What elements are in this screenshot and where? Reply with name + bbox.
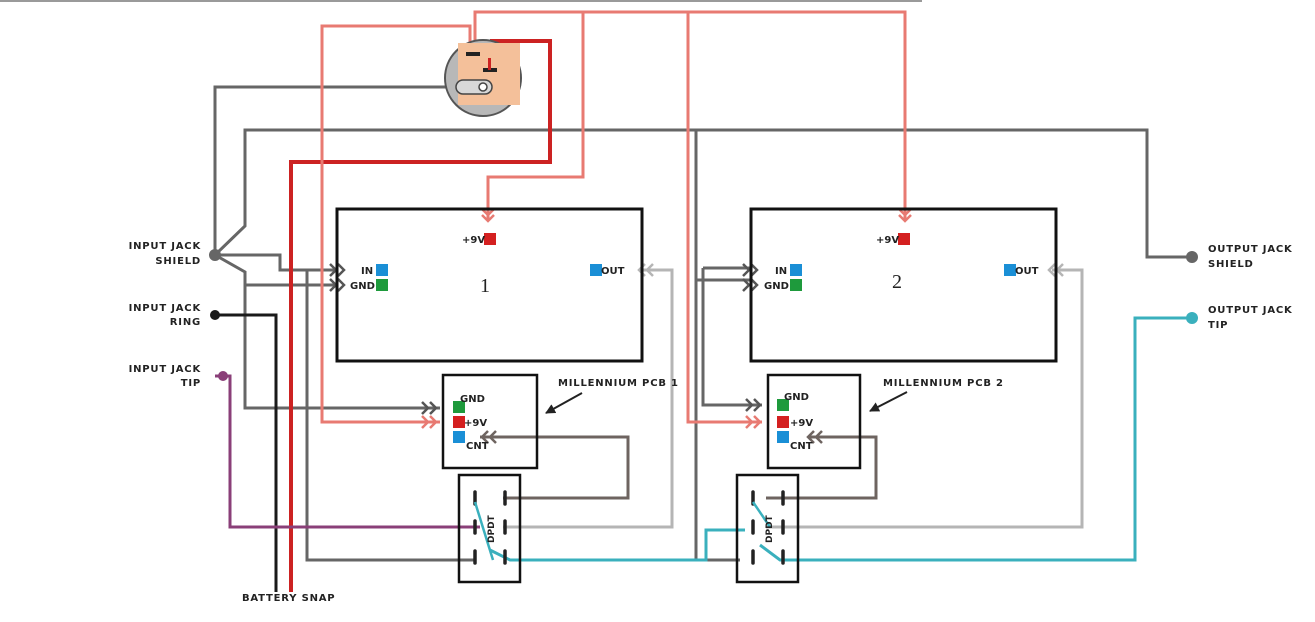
millennium-label: MILLENNIUM PCB 2	[883, 378, 1004, 389]
pad-cnt	[777, 431, 789, 443]
pin-gnd-label: GND	[764, 281, 789, 292]
pin-in-label: IN	[361, 266, 373, 277]
pin-in-label: IN	[775, 266, 787, 277]
pad-gnd	[376, 279, 388, 291]
pad-out	[1004, 264, 1016, 276]
effect-board-1: +9V IN GND OUT 1	[335, 207, 644, 363]
ring-black-wire	[215, 313, 278, 592]
millennium-pcb-1: GND +9V CNT MILLENNIUM PCB 1	[441, 373, 679, 470]
input-jack-shield-label: INPUT JACK SHIELD	[129, 241, 202, 267]
pin-gnd-label: GND	[460, 394, 485, 405]
svg-text:SHIELD: SHIELD	[1208, 259, 1254, 270]
dpdt-label: DPDT	[487, 514, 497, 543]
pin-out-label: OUT	[601, 266, 625, 277]
pin-9v-label: +9V	[876, 235, 899, 246]
pin-cnt-label: CNT	[466, 441, 489, 452]
battery-red-wire	[289, 39, 552, 592]
pad-cnt	[453, 431, 465, 443]
input-jack-tip-label: INPUT JACK TIP	[129, 364, 202, 389]
tip-purple-wire	[215, 374, 480, 529]
out-grey-wires	[503, 268, 1084, 529]
pointer-arrow	[545, 392, 583, 414]
pad-in	[790, 264, 802, 276]
dc-power-jack	[444, 39, 522, 117]
svg-text:OUTPUT JACK: OUTPUT JACK	[1208, 305, 1293, 316]
dpdt-switch-2: DPDT	[735, 473, 800, 584]
input-jack-ring-label: INPUT JACK RING	[129, 303, 202, 328]
pin-out-label: OUT	[1015, 266, 1039, 277]
pad-in	[376, 264, 388, 276]
battery-snap-label: BATTERY SNAP	[242, 593, 335, 604]
dpdt-switch-1: DPDT	[457, 473, 522, 584]
pad-9v	[898, 233, 910, 245]
pad-gnd	[790, 279, 802, 291]
output-jack-tip-label: OUTPUT JACK TIP	[1208, 305, 1293, 331]
svg-text:RING: RING	[170, 317, 201, 328]
millennium-pcb-2: GND +9V CNT MILLENNIUM PCB 2	[766, 373, 1004, 470]
svg-text:INPUT JACK: INPUT JACK	[129, 303, 202, 314]
output-jack-shield-label: OUTPUT JACK SHIELD	[1208, 244, 1293, 270]
pad-out	[590, 264, 602, 276]
svg-text:OUTPUT JACK: OUTPUT JACK	[1208, 244, 1293, 255]
svg-text:TIP: TIP	[181, 378, 201, 389]
input-ring-terminal	[210, 310, 220, 320]
pin-cnt-label: CNT	[790, 441, 813, 452]
board-number: 2	[892, 271, 902, 293]
svg-text:TIP: TIP	[1208, 320, 1228, 331]
pad-9v	[484, 233, 496, 245]
output-shield-terminal	[1186, 251, 1198, 263]
pin-9v-label: +9V	[464, 418, 487, 429]
power-pink-wires	[320, 10, 907, 424]
svg-text:INPUT JACK: INPUT JACK	[129, 241, 202, 252]
pin-gnd-label: GND	[350, 281, 375, 292]
svg-text:SHIELD: SHIELD	[155, 256, 201, 267]
pad-gnd	[777, 399, 789, 411]
pin-9v-label: +9V	[790, 418, 813, 429]
pin-gnd-label: GND	[784, 392, 809, 403]
tip-cyan-wires	[489, 316, 1192, 562]
pad-9v	[453, 416, 465, 428]
input-shield-terminal	[209, 249, 221, 261]
svg-text:INPUT JACK: INPUT JACK	[129, 364, 202, 375]
ground-wires	[213, 85, 1192, 562]
effect-board-2: +9V IN GND OUT 2	[749, 207, 1058, 363]
dpdt-label: DPDT	[765, 514, 775, 543]
pointer-arrow	[869, 391, 908, 412]
input-tip-terminal	[218, 371, 228, 381]
output-tip-terminal	[1186, 312, 1198, 324]
board-number: 1	[480, 275, 490, 297]
cnt-brown-wires	[480, 435, 878, 500]
pad-gnd	[453, 401, 465, 413]
millennium-label: MILLENNIUM PCB 1	[558, 378, 679, 389]
pin-9v-label: +9V	[462, 235, 485, 246]
pad-9v	[777, 416, 789, 428]
